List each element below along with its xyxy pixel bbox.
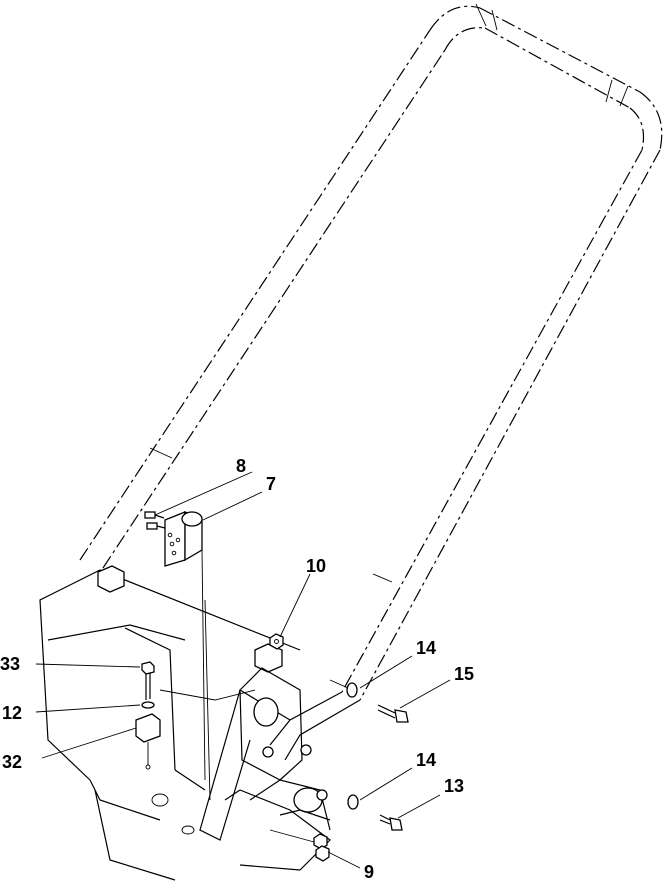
callout-7: 7 (266, 474, 276, 494)
part-12-washer (141, 701, 155, 709)
deck-blocks (97, 565, 283, 673)
callout-13: 13 (444, 776, 464, 796)
callout-labels: 8 7 10 14 15 14 13 9 33 12 32 (0, 456, 474, 882)
part-7-bracket (164, 510, 206, 781)
callout-32: 32 (2, 752, 22, 772)
part-15-bolt (377, 704, 409, 723)
callout-10: 10 (306, 556, 326, 576)
part-9-nuts (269, 829, 330, 862)
callout-33: 33 (0, 654, 20, 674)
part-14-washer-lower (347, 794, 359, 810)
callout-15: 15 (454, 664, 474, 684)
part-13-bolt (379, 814, 403, 831)
leader-lines (35, 471, 451, 869)
handle-lower-section (199, 689, 361, 841)
mower-frame (39, 569, 331, 881)
callout-8: 8 (236, 456, 246, 476)
part-33-bolt (141, 661, 155, 700)
part-10-nut (269, 633, 284, 650)
pivot-bracket (239, 667, 331, 831)
part-32-block (135, 713, 161, 770)
callout-14-lower: 14 (416, 750, 436, 770)
handle-frame (79, 3, 663, 701)
callout-14-upper: 14 (416, 638, 436, 658)
part-14-washer-upper (329, 679, 358, 698)
callout-12: 12 (2, 703, 22, 723)
callout-9: 9 (364, 862, 374, 882)
